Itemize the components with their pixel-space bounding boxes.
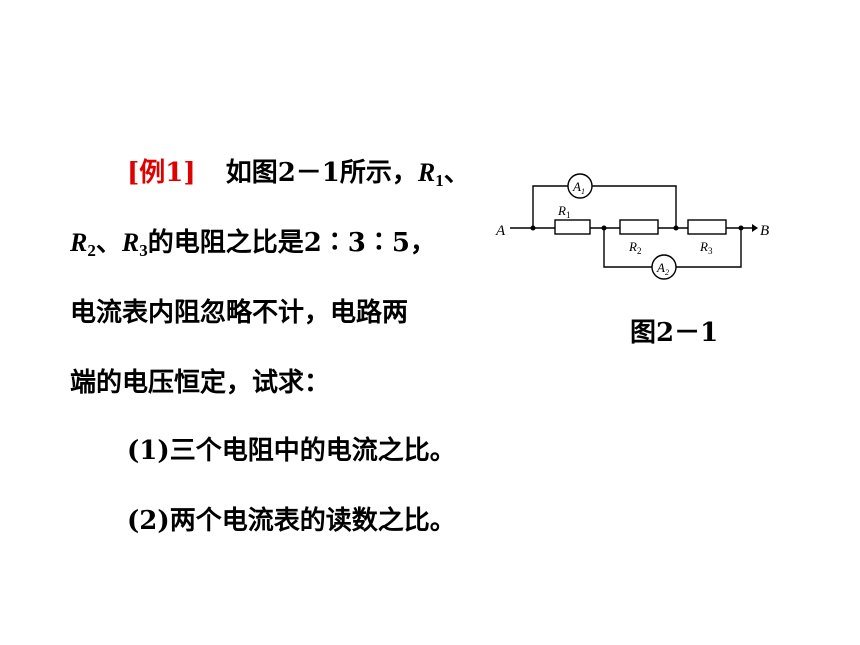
problem-line-1: [例1] 如图2－1所示，R1、 [127,158,470,190]
problem-line-4: 端的电压恒定，试求： [70,368,331,398]
junction-dot [601,225,607,231]
question-2: (2)两个电流表的读数之比。 [127,506,456,536]
resistor-r2 [619,219,659,235]
wire-a2-right [676,228,742,268]
r2-symbol: R2 [70,228,96,260]
line2-rest: 的电阻之比是2∶3∶5， [147,228,436,258]
figure-caption: 图2－1 [630,318,719,348]
r3-label: R3 [699,239,713,256]
terminal-b-arrow [752,224,758,232]
junction-dot [530,225,536,231]
question-1: (1)三个电阻中的电流之比。 [127,436,456,466]
r1-symbol: R1 [417,158,444,190]
separator-2: 、 [95,228,122,258]
resistor-r1 [554,219,591,235]
ammeter-a2 [651,254,677,280]
r1-label: R1 [557,203,570,220]
junction-dot [738,225,744,231]
line1-text: 如图2－1所示， [225,158,418,188]
separator-1: 、 [443,158,470,188]
problem-line-2: R2、R3的电阻之比是2∶3∶5， [70,228,436,260]
r2-label: R2 [628,239,641,256]
wire-a2-left [603,228,652,268]
resistor-r3 [687,219,727,235]
junction-dot [673,225,679,231]
ammeter-a1 [567,173,593,199]
node-b-label: B [760,223,769,239]
problem-line-3: 电流表内阻忽略不计，电路两 [70,298,409,328]
wire-a1-right [592,185,677,228]
a2-label: A2 [656,260,669,277]
node-a-label: A [495,223,506,239]
wire-a1-left [532,185,568,228]
a1-label: A1 [572,179,585,196]
example-tag: [例1] [127,158,196,188]
r3-symbol: R3 [121,228,148,260]
